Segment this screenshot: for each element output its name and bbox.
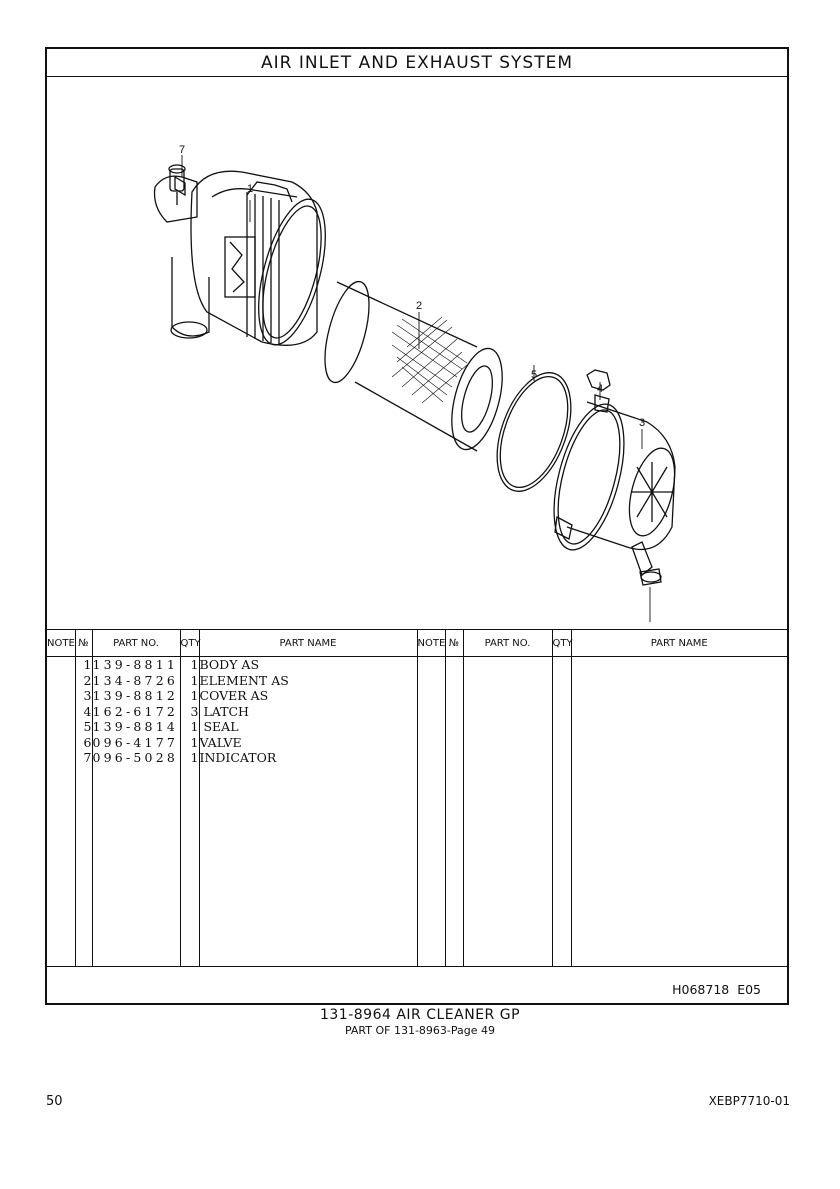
page-number: 50	[46, 1094, 63, 1109]
item-number: 7	[83, 750, 92, 765]
part-name: COVER AS	[199, 688, 269, 703]
group-subcaption: PART OF 131-8963-Page 49	[344, 1024, 496, 1037]
item-number: 2	[83, 672, 92, 688]
illustration-id: H068718 E05	[672, 982, 761, 997]
exploded-view-drawing: 7 1 2 5 4 3 6	[47, 77, 787, 640]
header-part-no-right: PART NO.	[462, 629, 553, 657]
part-number: 139-8811	[92, 657, 178, 672]
quantity: 3	[190, 703, 199, 719]
quantity: 1	[190, 688, 199, 703]
part-number: 162-6172	[92, 703, 178, 719]
quantity: 1	[190, 750, 199, 765]
item-number: 3	[83, 688, 92, 703]
part-name: INDICATOR	[199, 750, 277, 765]
header-note: NOTE	[47, 629, 76, 657]
header-qty: QTY	[179, 629, 201, 657]
quantity: 1	[190, 719, 199, 734]
callout-1: 1	[247, 183, 253, 195]
callout-2: 2	[416, 300, 422, 312]
part-number: 139-8812	[92, 688, 178, 703]
callout-3: 3	[639, 417, 645, 429]
header-qty-right: QTY	[551, 629, 573, 657]
item-number: 4	[83, 703, 92, 719]
part-number: 139-8814	[92, 719, 178, 734]
header-no: №	[74, 629, 93, 657]
quantity-column: 1 1 1 3 1 1 1	[179, 656, 200, 967]
quantity: 1	[190, 734, 199, 750]
filter-element-drawing	[324, 280, 503, 452]
cover-assembly-drawing	[553, 401, 676, 551]
part-name: BODY AS	[199, 657, 260, 672]
header-part-name-right: PART NAME	[570, 629, 787, 657]
quantity-column-right	[551, 656, 572, 967]
body-assembly-drawing	[153, 170, 326, 346]
quantity: 1	[190, 657, 199, 672]
document-code: XEBP7710-01	[708, 1094, 790, 1108]
part-name-column-right	[570, 656, 787, 967]
part-number: 096-5028	[92, 750, 178, 765]
note-column	[47, 656, 76, 967]
indicator-drawing	[168, 164, 186, 205]
part-number-column: 139-8811 134-8726 139-8812 162-6172 139-…	[91, 656, 181, 967]
parts-list-table: NOTE № PART NO. QTY PART NAME NOTE № PAR…	[47, 629, 787, 967]
callout-7: 7	[179, 144, 185, 156]
seal-ring-drawing	[496, 372, 572, 492]
header-part-name: PART NAME	[198, 629, 418, 657]
part-name: SEAL	[199, 719, 239, 734]
part-name: LATCH	[199, 703, 249, 719]
header-part-no: PART NO.	[91, 629, 181, 657]
callout-4: 4	[597, 383, 603, 395]
item-number: 5	[83, 719, 92, 734]
header-no-right: №	[444, 629, 464, 657]
group-caption: 131-8964 AIR CLEANER GP	[319, 1007, 521, 1023]
part-number: 134-8726	[92, 672, 178, 688]
part-name: ELEMENT AS	[199, 672, 289, 688]
part-name: VALVE	[199, 734, 242, 750]
item-number-column-right	[444, 656, 464, 967]
callout-5: 5	[531, 369, 537, 381]
note-column-right	[416, 656, 446, 967]
valve-drawing	[631, 541, 662, 586]
air-cleaner-illustration: 7 1 2 5 4 3 6	[153, 144, 676, 640]
quantity: 1	[190, 672, 199, 688]
item-number: 1	[83, 657, 92, 672]
parts-page-frame: AIR INLET AND EXHAUST SYSTEM	[45, 47, 789, 1005]
item-number: 6	[83, 734, 92, 750]
page-title: AIR INLET AND EXHAUST SYSTEM	[47, 49, 787, 77]
header-note-right: NOTE	[416, 629, 446, 657]
item-number-column: 1 2 3 4 5 6 7	[74, 656, 93, 967]
part-number: 096-4177	[92, 734, 178, 750]
part-name-column: BODY AS ELEMENT AS COVER AS LATCH SEAL V…	[198, 656, 418, 967]
part-number-column-right	[462, 656, 553, 967]
